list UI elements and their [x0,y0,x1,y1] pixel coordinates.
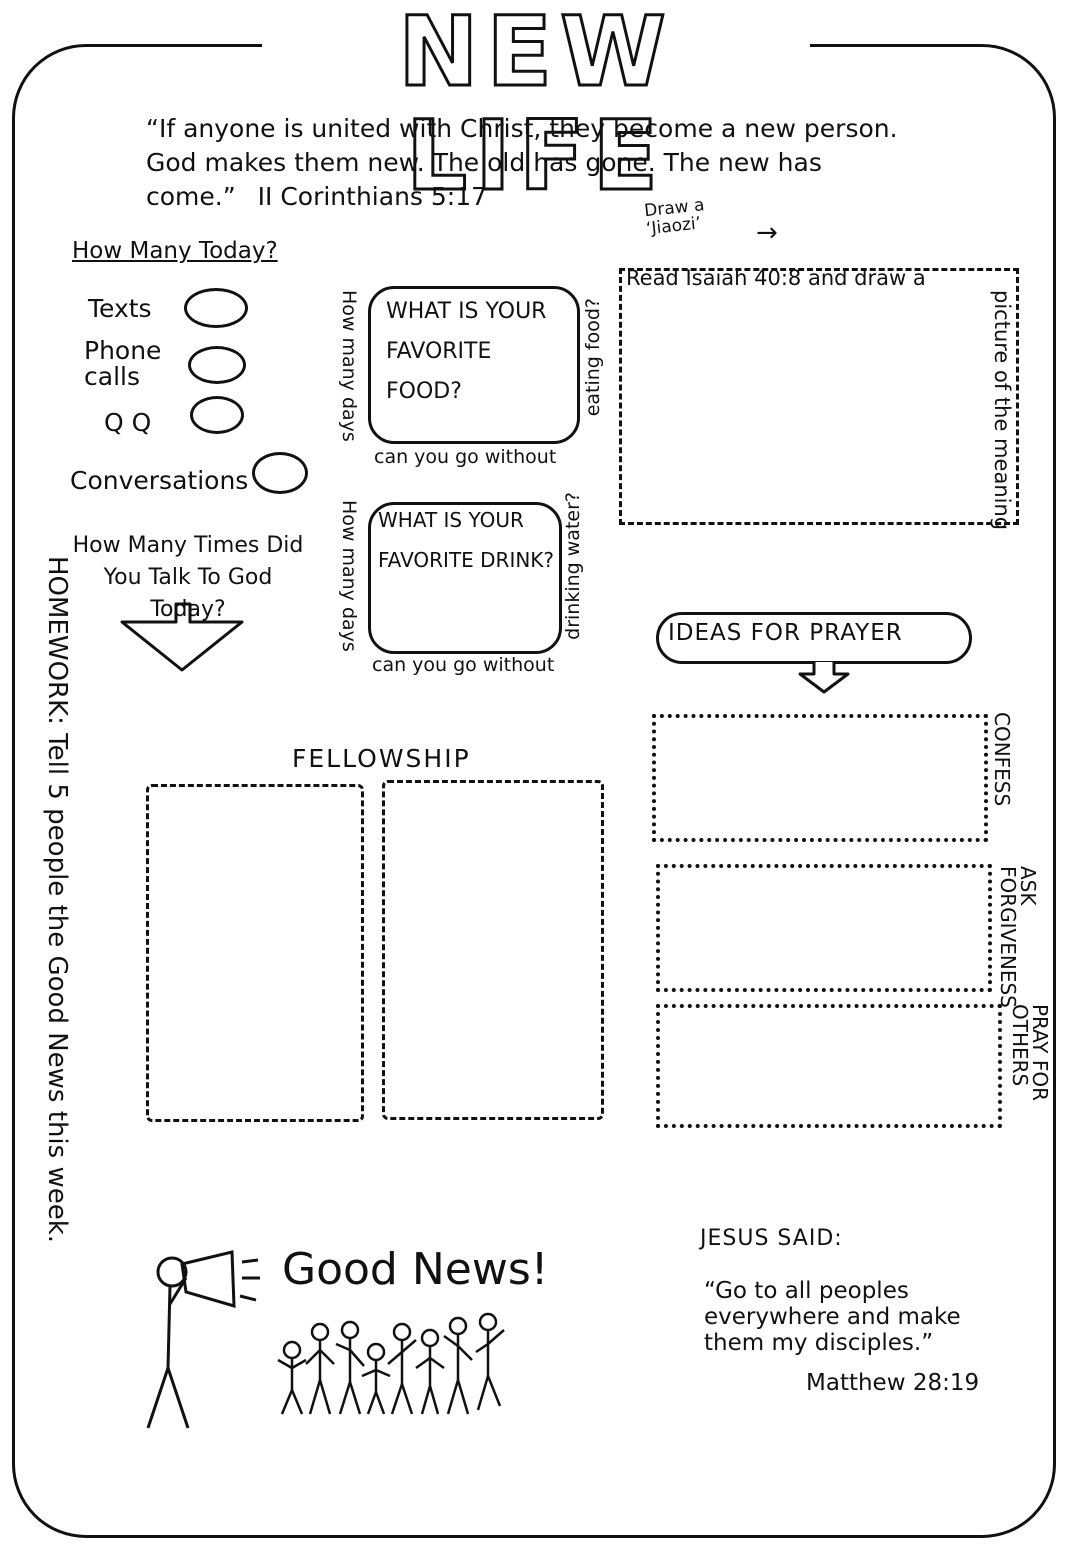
food-side-right: eating food? [582,298,604,417]
count-oval-texts[interactable] [184,288,248,328]
down-arrow-icon [120,602,244,672]
prayer-box-pray-for-others[interactable] [656,1004,1002,1128]
jesus-quote: “Go to all peoples everywhere and make t… [704,1278,961,1356]
counts-heading: How Many Today? [72,238,278,264]
prayer-box-confess[interactable] [652,714,988,842]
count-label-qq: Q Q [104,408,152,437]
arrow-right-icon: → [756,218,778,248]
verse: “If anyone is united with Christ, they b… [146,112,906,214]
count-label-phone-calls: Phone calls [84,336,162,391]
drink-side-bottom: can you go without [372,654,555,676]
good-news-heading: Good News! [282,1244,549,1295]
favorite-food-box[interactable] [368,286,580,444]
talk-to-god-question: How Many Times Did You Talk To God Today… [72,533,304,622]
prayer-heading: IDEAS FOR PRAYER [668,620,903,646]
crowd-stick-figures-icon [277,1312,505,1415]
stick-figure-megaphone-icon [146,1250,260,1429]
count-oval-phone-calls[interactable] [188,346,246,384]
prayer-label-pray-for-others: PRAY FOR OTHERS [1008,1004,1052,1101]
jesus-reference: Matthew 28:19 [806,1370,980,1396]
prayer-box-ask-forgiveness[interactable] [656,864,992,992]
count-label-conversations: Conversations [70,466,249,495]
page-title: NEW LIFE [397,0,674,212]
verse-reference: II Corinthians 5:17 [257,182,488,211]
isaiah-drawing-box[interactable] [619,268,1019,525]
isaiah-instruction: Read Isaiah 40:8 and draw a [626,266,926,290]
count-oval-conversations[interactable] [252,452,308,494]
homework-note: HOMEWORK: Tell 5 people the Good News th… [42,556,72,1244]
title-mask [262,30,810,70]
food-side-left: How many days [338,290,360,442]
fellowship-heading: FELLOWSHIP [292,744,471,773]
count-label-texts: Texts [88,294,152,323]
favorite-drink-box[interactable] [368,502,562,654]
verse-text: “If anyone is united with Christ, they b… [146,114,898,211]
favorite-drink-question: WHAT IS YOUR FAVORITE DRINK? [378,508,555,572]
drink-side-left: How many days [338,500,360,652]
down-arrow-icon [798,662,850,694]
fellowship-box-left[interactable] [146,784,364,1122]
fellowship-box-right[interactable] [382,780,604,1120]
food-side-bottom: can you go without [374,446,557,468]
jesus-said-heading: JESUS SAID: [700,1226,843,1251]
favorite-food-question: WHAT IS YOUR FAVORITE FOOD? [386,299,547,404]
prayer-label-ask-forgiveness: ASK FORGIVENESS [996,866,1040,1008]
isaiah-instruction-side: picture of the meaning [990,290,1014,531]
count-oval-qq[interactable] [190,396,244,434]
prayer-label-confess: CONFESS [990,712,1014,807]
drink-side-right: drinking water? [562,492,584,640]
